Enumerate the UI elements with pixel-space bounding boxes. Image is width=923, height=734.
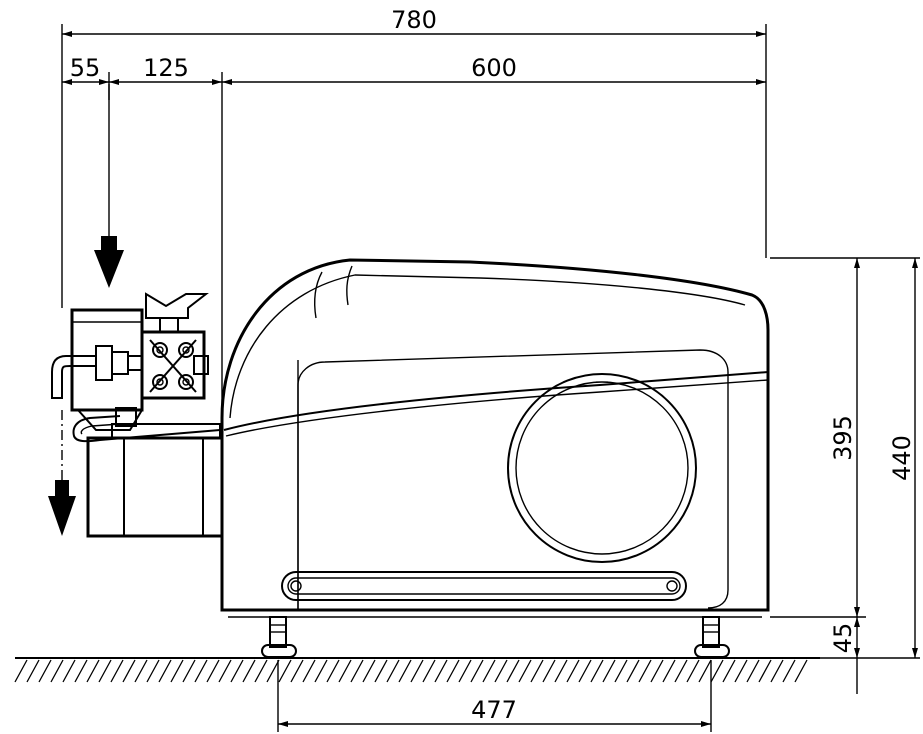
- hatch-line: [146, 659, 160, 683]
- hatch-line: [734, 659, 748, 683]
- hatch-line: [278, 659, 292, 683]
- hatch-line: [530, 659, 544, 683]
- hatch-line: [230, 659, 244, 683]
- hatch-line: [578, 659, 592, 683]
- foot-left: [261, 616, 297, 658]
- hatch-line: [170, 659, 184, 683]
- hatch-line: [626, 659, 640, 683]
- star-knob-icon: [145, 292, 209, 333]
- hatch-line: [650, 659, 664, 683]
- extension-lines: [61, 24, 920, 732]
- dim-rear-offset: 55: [70, 54, 101, 82]
- hatch-line: [314, 659, 328, 683]
- hatch-line: [758, 659, 772, 683]
- hatch-line: [290, 659, 304, 683]
- hatch-line: [422, 659, 436, 683]
- hatch-line: [710, 659, 724, 683]
- hatch-line: [566, 659, 580, 683]
- hatch-line: [326, 659, 340, 683]
- hatch-line: [662, 659, 676, 683]
- dim-body-length: 600: [471, 54, 517, 82]
- hatch-line: [206, 659, 220, 683]
- ground: [14, 657, 820, 683]
- hatch-line: [38, 659, 52, 683]
- hatch-line: [134, 659, 148, 683]
- flow-out-arrow-icon: [48, 410, 76, 536]
- hatch-line: [386, 659, 400, 683]
- hatch-line: [50, 659, 64, 683]
- hatch-line: [638, 659, 652, 683]
- hatch-line: [242, 659, 256, 683]
- dim-overall-height: 440: [888, 435, 916, 481]
- hatch-line: [122, 659, 136, 683]
- hatch-line: [194, 659, 208, 683]
- hatch-line: [338, 659, 352, 683]
- hatch-line: [302, 659, 316, 683]
- hatch-line: [794, 659, 808, 683]
- hatch-line: [782, 659, 796, 683]
- hatch-line: [98, 659, 112, 683]
- hatch-line: [770, 659, 784, 683]
- hatch-line: [674, 659, 688, 683]
- hatch-line: [86, 659, 100, 683]
- hatch-line: [158, 659, 172, 683]
- hatch-line: [218, 659, 232, 683]
- hatch-line: [350, 659, 364, 683]
- hatch-line: [602, 659, 616, 683]
- hatch-line: [722, 659, 736, 683]
- hatch-line: [518, 659, 532, 683]
- hatch-line: [446, 659, 460, 683]
- hatch-line: [470, 659, 484, 683]
- hatch-line: [494, 659, 508, 683]
- hatch-line: [410, 659, 424, 683]
- hatch-line: [554, 659, 568, 683]
- hatch-line: [110, 659, 124, 683]
- hatch-line: [362, 659, 376, 683]
- dimension-labels: 780 55 125 600 395 440 45 477: [70, 6, 916, 724]
- hatch-line: [14, 659, 28, 683]
- ground-hatch: [14, 659, 808, 683]
- hatch-line: [614, 659, 628, 683]
- hatch-line: [254, 659, 268, 683]
- hatch-line: [74, 659, 88, 683]
- dim-pump-offset: 125: [143, 54, 189, 82]
- hatch-line: [746, 659, 760, 683]
- hatch-line: [26, 659, 40, 683]
- dim-foot-spacing: 477: [471, 696, 517, 724]
- hatch-line: [542, 659, 556, 683]
- hatch-line: [62, 659, 76, 683]
- hatch-line: [506, 659, 520, 683]
- valve-assembly: [51, 292, 221, 443]
- hatch-line: [482, 659, 496, 683]
- dimension-lines: [62, 31, 918, 727]
- hatch-line: [398, 659, 412, 683]
- hatch-line: [434, 659, 448, 683]
- hatch-line: [182, 659, 196, 683]
- hatch-line: [266, 659, 280, 683]
- foot-right: [694, 616, 730, 658]
- flow-in-arrow-icon: [94, 84, 124, 288]
- hatch-line: [458, 659, 472, 683]
- dim-overall-length: 780: [391, 6, 437, 34]
- hatch-line: [698, 659, 712, 683]
- hatch-line: [374, 659, 388, 683]
- hatch-line: [590, 659, 604, 683]
- hatch-line: [686, 659, 700, 683]
- dim-body-height: 395: [829, 415, 857, 461]
- blast-tube: [86, 423, 224, 538]
- dim-foot-height: 45: [829, 623, 857, 654]
- burner-body: [220, 258, 770, 618]
